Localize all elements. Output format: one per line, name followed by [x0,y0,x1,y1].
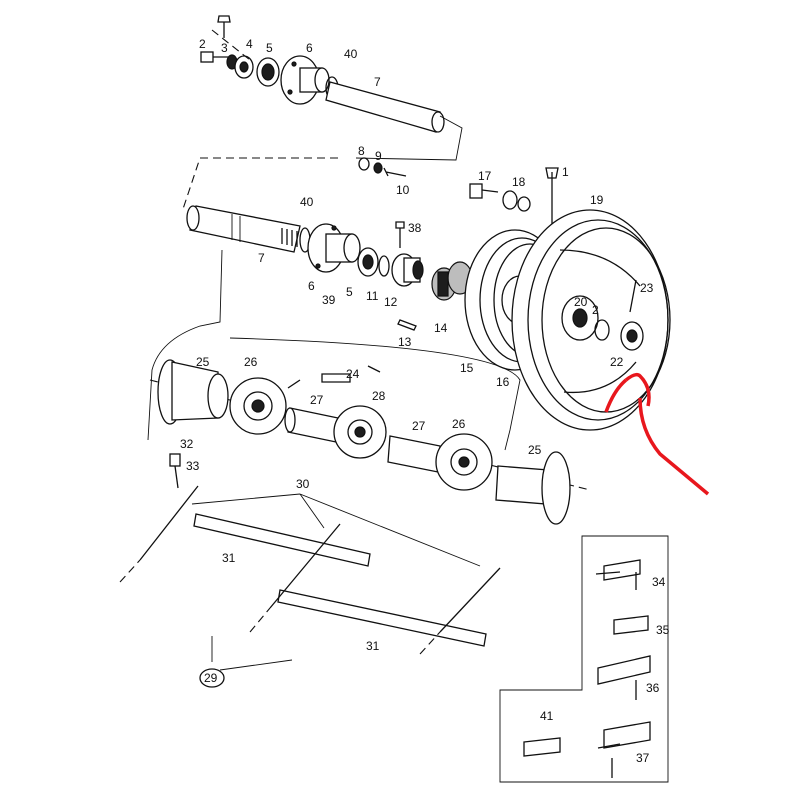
label-11: 11 [366,289,379,303]
sprocket-row [149,359,591,525]
label-6: 6 [308,279,315,293]
part-labels: 1 2 2 3 4 5 5 6 6 7 7 8 9 10 11 12 13 14… [180,37,670,765]
inset-box [499,535,669,783]
label-39: 39 [322,293,336,307]
label-1: 1 [562,165,569,179]
middle-shaft-assembly [186,157,559,331]
label-40: 40 [344,47,358,61]
label-26: 26 [452,417,466,431]
label-12: 12 [384,295,398,309]
label-6: 6 [306,41,313,55]
label-31: 31 [222,551,236,565]
label-35: 35 [656,623,670,637]
label-27: 27 [412,419,426,433]
label-8: 8 [358,144,365,158]
label-27: 27 [310,393,324,407]
label-7: 7 [374,75,381,89]
label-25: 25 [196,355,210,369]
label-19: 19 [590,193,604,207]
label-24: 24 [346,367,360,381]
label-30: 30 [296,477,310,491]
label-28: 28 [372,389,386,403]
label-18: 18 [512,175,526,189]
label-37: 37 [636,751,650,765]
chain-and-bars [119,453,501,688]
label-25: 25 [528,443,542,457]
label-5: 5 [266,41,273,55]
pulley-assembly [464,209,671,431]
label-10: 10 [396,183,410,197]
label-17: 17 [478,169,492,183]
label-3: 3 [221,41,228,55]
label-23: 23 [640,281,654,295]
label-16: 16 [496,375,510,389]
label-31: 31 [366,639,380,653]
label-7: 7 [258,251,265,265]
label-34: 34 [652,575,666,589]
label-4: 4 [246,37,253,51]
label-36: 36 [646,681,660,695]
label-38: 38 [408,221,422,235]
label-22: 22 [610,355,624,369]
label-13: 13 [398,335,412,349]
label-2: 2 [199,37,206,51]
red-marker-arrow [604,372,710,496]
label-14: 14 [434,321,448,335]
label-9: 9 [375,149,382,163]
label-26: 26 [244,355,258,369]
label-40: 40 [300,195,314,209]
label-41: 41 [540,709,554,723]
label-32: 32 [180,437,194,451]
label-5: 5 [346,285,353,299]
label-20: 20 [574,295,588,309]
label-33: 33 [186,459,200,473]
label-29: 29 [204,671,218,685]
label-2: 2 [592,303,599,317]
label-15: 15 [460,361,474,375]
top-shaft-assembly [181,15,463,213]
group-outline [147,249,521,451]
